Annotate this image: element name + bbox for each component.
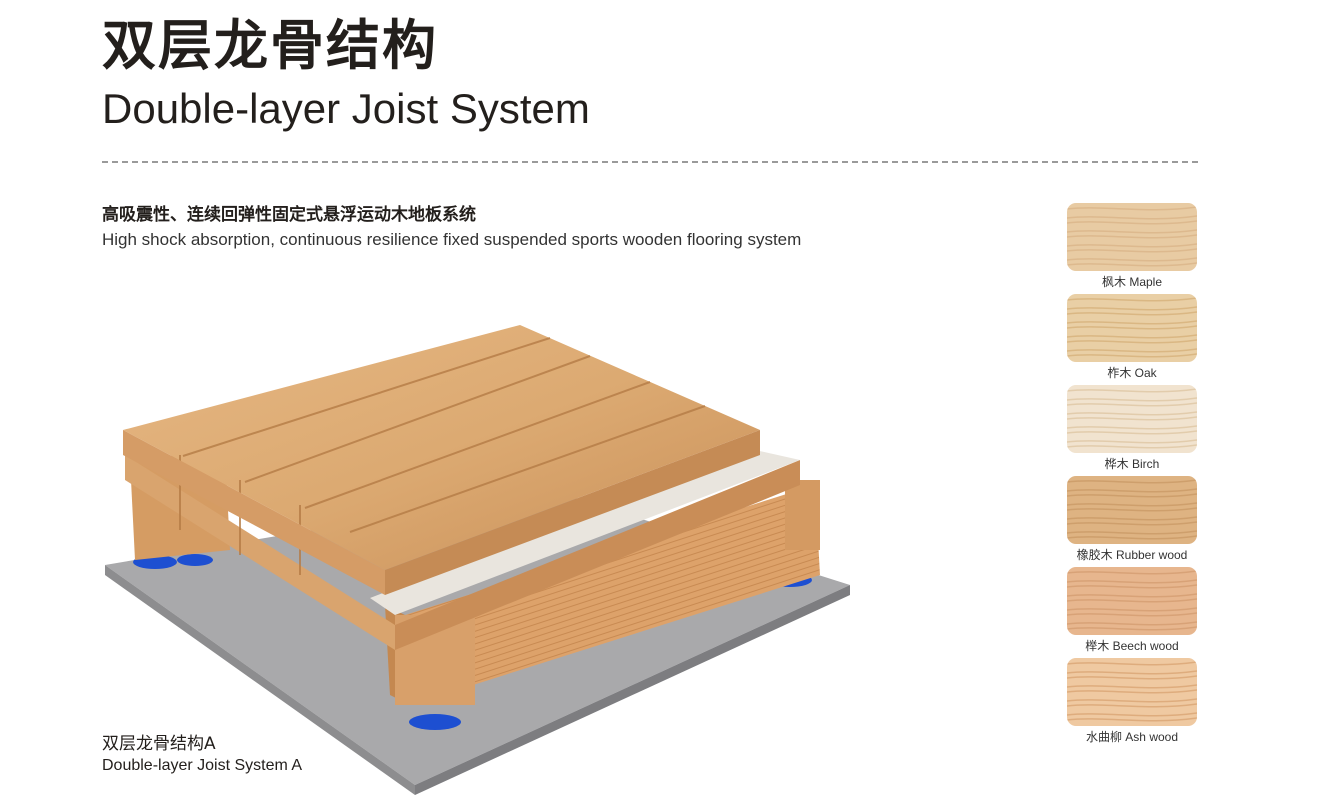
caption-en: Double-layer Joist System A	[102, 757, 303, 774]
wood-texture-chip	[1067, 385, 1197, 453]
wood-swatch: 桦木 Birch	[1064, 385, 1200, 476]
wood-swatch: 水曲柳 Ash wood	[1064, 658, 1200, 749]
wood-swatch: 榉木 Beech wood	[1064, 567, 1200, 658]
dashed-divider	[102, 161, 1198, 163]
page-title-en: Double-layer Joist System	[102, 85, 590, 132]
wood-swatch-label: 桦木 Birch	[1104, 457, 1160, 471]
floor-structure-illustration	[95, 310, 865, 795]
subtitle-cn: 高吸震性、连续回弹性固定式悬浮运动木地板系统	[102, 205, 476, 225]
wood-swatch-label: 柞木 Oak	[1107, 366, 1157, 380]
wood-texture-chip	[1067, 658, 1197, 726]
wood-swatch: 柞木 Oak	[1064, 294, 1200, 385]
wood-swatch-label: 枫木 Maple	[1101, 275, 1163, 289]
subtitle-en: High shock absorption, continuous resili…	[102, 230, 802, 249]
wood-texture-chip	[1067, 476, 1197, 544]
caption-cn: 双层龙骨结构A	[102, 734, 216, 754]
wood-texture-chip	[1067, 203, 1197, 271]
wood-swatch: 枫木 Maple	[1064, 203, 1200, 294]
wood-swatch: 橡胶木 Rubber wood	[1064, 476, 1200, 567]
wood-swatch-label: 水曲柳 Ash wood	[1085, 730, 1179, 744]
top-board-surface	[123, 325, 760, 570]
wood-texture-chip	[1067, 567, 1197, 635]
wood-swatch-label: 橡胶木 Rubber wood	[1076, 548, 1188, 562]
wood-swatch-list: 枫木 Maple 柞木 Oak 桦木 Birch 橡胶木 Rubber wood 榉木 …	[1064, 203, 1200, 749]
wood-swatch-label: 榉木 Beech wood	[1085, 639, 1179, 653]
joist-end-right	[785, 480, 820, 550]
wood-texture-chip	[1067, 294, 1197, 362]
page-title-cn: 双层龙骨结构	[102, 14, 438, 77]
